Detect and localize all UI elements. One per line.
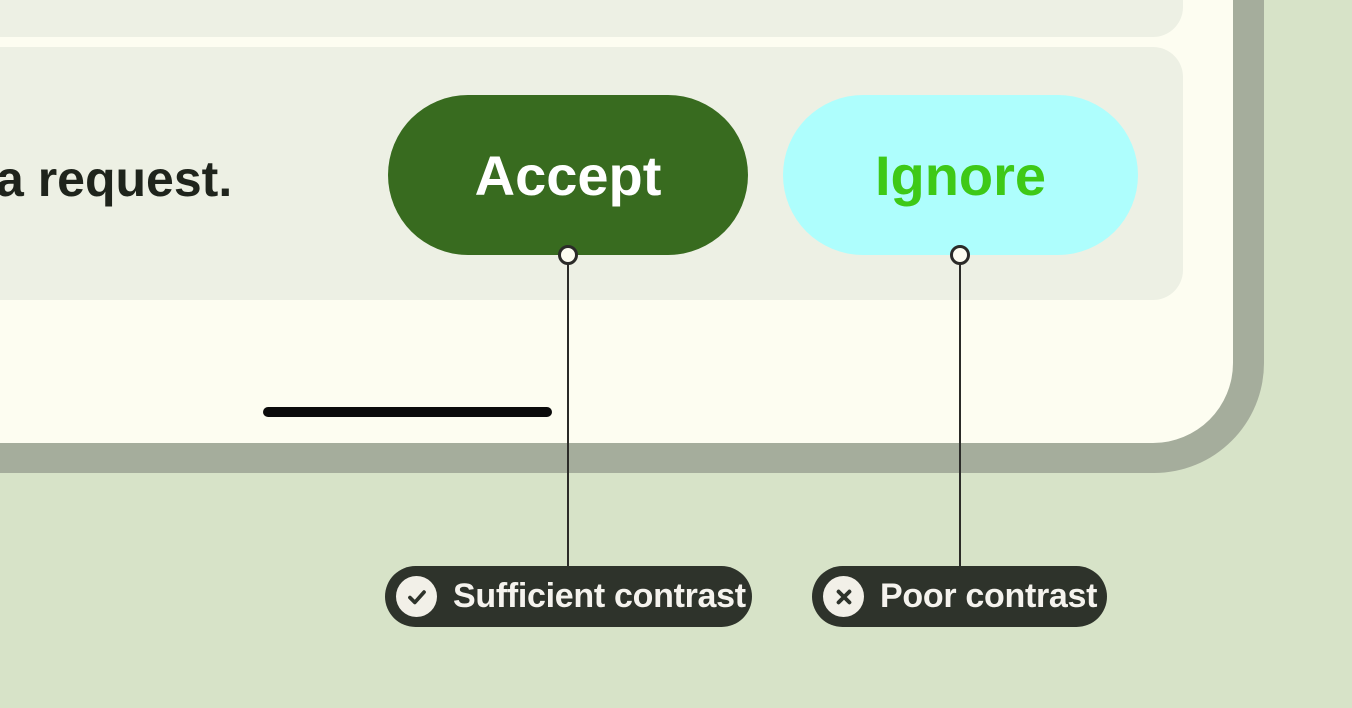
annotation-label: Poor contrast <box>880 577 1098 615</box>
anchor-dot-accept <box>558 245 578 265</box>
home-indicator-bar <box>263 407 552 417</box>
leader-line-ignore <box>959 264 961 567</box>
annotation-poor-contrast: Poor contrast <box>812 566 1107 627</box>
leader-line-accept <box>567 264 569 567</box>
notification-card-top <box>0 0 1183 37</box>
x-circle-icon <box>823 576 864 617</box>
check-circle-icon <box>396 576 437 617</box>
annotation-sufficient-contrast: Sufficient contrast <box>385 566 752 627</box>
accept-button[interactable]: Accept <box>388 95 748 255</box>
notification-message-text: a request. <box>0 151 233 207</box>
anchor-dot-ignore <box>950 245 970 265</box>
ignore-button[interactable]: Ignore <box>783 95 1138 255</box>
annotation-label: Sufficient contrast <box>453 577 746 615</box>
